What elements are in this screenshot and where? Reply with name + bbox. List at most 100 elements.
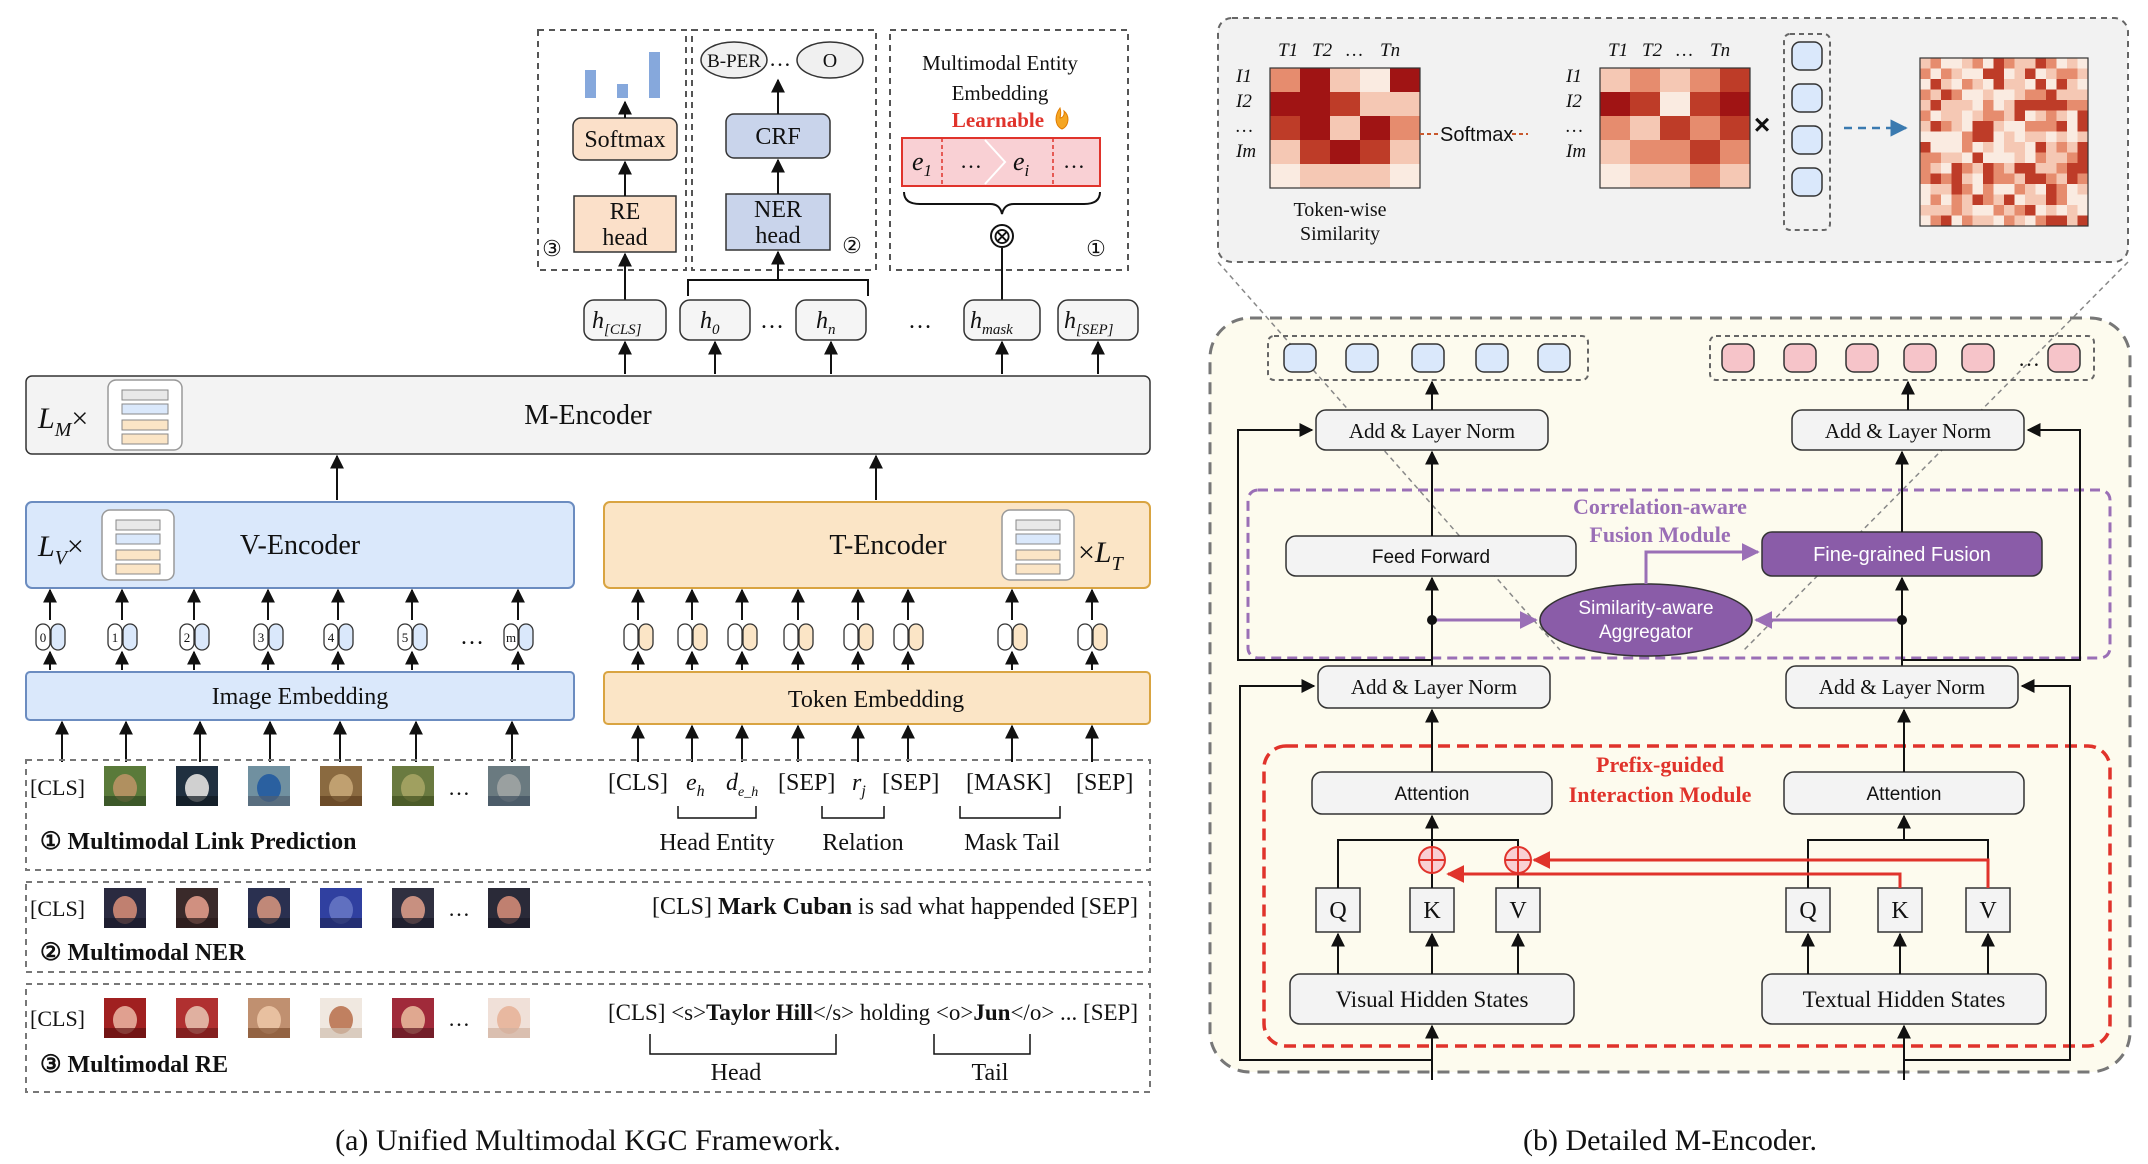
- link-head-region: [889, 29, 1129, 271]
- e-dots-2: …: [1063, 148, 1085, 173]
- task1-group-relation: Relation: [822, 830, 903, 856]
- task3-region: [25, 983, 1151, 1093]
- task1-token-cls: [CLS]: [608, 770, 668, 796]
- textual-output-frame: [1709, 335, 2095, 381]
- ner-tag-bper-label: B-PER: [707, 51, 761, 72]
- similarity-aware-aggregator: [1539, 583, 1753, 657]
- attention-visual-label: Attention: [1395, 784, 1470, 805]
- matrix-row-label: I1: [1235, 66, 1252, 87]
- re-head-box: [573, 195, 677, 253]
- task1-token-mask: [MASK]: [966, 770, 1051, 796]
- re-marker: ③: [542, 236, 562, 261]
- ner-tag-o-label: O: [823, 50, 837, 72]
- link-embed-line1: Multimodal Entity: [922, 51, 1078, 75]
- textual-output-dots: …: [2018, 346, 2040, 371]
- m-encoder-layer-icon: [107, 379, 183, 451]
- aggregator-line1: Similarity-aware: [1578, 598, 1713, 619]
- k-textual-box: [1877, 887, 1923, 933]
- task2-dots: …: [448, 896, 470, 921]
- h-mask-label: hmask: [970, 308, 1013, 338]
- re-head-region: [537, 29, 687, 271]
- add-norm-textual-mid-label: Add & Layer Norm: [1819, 675, 1985, 699]
- add-norm-visual-mid: [1317, 665, 1551, 709]
- thumbnail-image: [488, 766, 530, 806]
- t-encoder-label: T-Encoder: [829, 530, 947, 561]
- textual-hidden-states-label: Textual Hidden States: [1803, 987, 2006, 1012]
- v-textual-label: V: [1979, 898, 1997, 924]
- text-token: [623, 623, 654, 651]
- add-norm-visual-top-label: Add & Layer Norm: [1349, 419, 1515, 443]
- ner-tag-bper: [700, 41, 768, 79]
- textual-output-token: [2047, 343, 2081, 373]
- attention-textual-label: Attention: [1867, 784, 1942, 805]
- h-cls-box: [583, 299, 667, 341]
- task3-title: ③ Multimodal RE: [40, 1052, 228, 1078]
- v-encoder-label: V-Encoder: [240, 530, 361, 561]
- textual-output-token: [1783, 343, 1817, 373]
- textual-output-token: [1961, 343, 1995, 373]
- task1-cls: [CLS]: [30, 775, 85, 800]
- task3-dots: …: [448, 1006, 470, 1031]
- thumbnail-image: [392, 998, 434, 1038]
- h-cls-label: h[CLS]: [592, 308, 642, 338]
- task2-sentence: [CLS] Mark Cuban is sad what happended […: [652, 894, 1138, 920]
- matrix-row-label: Im: [1235, 141, 1256, 162]
- token-wise-similarity-matrix: [1269, 67, 1421, 189]
- ei-label: ei: [1013, 147, 1030, 180]
- t-encoder-layers: ×LT: [1078, 536, 1125, 575]
- matrix-col-label: Tn: [1710, 40, 1730, 61]
- image-token-index: 2: [184, 630, 191, 645]
- visual-output-token: [1283, 343, 1317, 373]
- text-token: [677, 623, 708, 651]
- token-embedding-box: [603, 671, 1151, 725]
- task3-group-tail: Tail: [972, 1060, 1009, 1086]
- k-visual-box: [1409, 887, 1455, 933]
- k-textual-label: K: [1891, 898, 1909, 924]
- k-visual-label: K: [1423, 898, 1441, 924]
- textual-output-token: [1903, 343, 1937, 373]
- matrix-col-label: T1: [1278, 40, 1298, 61]
- thumbnail-image: [320, 766, 362, 806]
- image-token-dots: …: [460, 624, 484, 650]
- aggregator-line2: Aggregator: [1599, 622, 1694, 643]
- thumbnail-image: [392, 888, 434, 928]
- matrix-col-label: T2: [1312, 40, 1333, 61]
- e-dots-1: …: [960, 148, 982, 173]
- ner-tag-o: [796, 41, 864, 79]
- matrix-col-label: T2: [1642, 40, 1663, 61]
- visual-output-token: [1345, 343, 1379, 373]
- v-textual-box: [1965, 887, 2011, 933]
- fire-icon: [1055, 106, 1069, 130]
- task1-token-eh: eh: [686, 770, 705, 800]
- task3-images: [104, 998, 530, 1038]
- prefix-guided-interaction-module: [1262, 744, 2112, 1048]
- task1-title: ① Multimodal Link Prediction: [40, 829, 356, 855]
- matrix-col-label: T1: [1608, 40, 1628, 61]
- thumbnail-image: [104, 998, 146, 1038]
- h0-label: h0: [700, 308, 720, 338]
- otimes-node: [990, 224, 1014, 248]
- pgim-line1: Prefix-guided: [1596, 752, 1724, 777]
- hn-label: hn: [816, 308, 836, 338]
- image-token: 2: [179, 623, 210, 651]
- thumbnail-image: [176, 888, 218, 928]
- image-token-index: m: [506, 630, 516, 645]
- thumbnail-image: [248, 888, 290, 928]
- aggregated-feature-map: [1919, 57, 2089, 227]
- thumbnail-image: [392, 766, 434, 806]
- text-token: [783, 623, 814, 651]
- image-token: 5: [397, 623, 428, 651]
- hidden-dots-2: …: [908, 308, 932, 334]
- v-encoder-layer-icon: [101, 509, 175, 581]
- visual-hidden-states-label: Visual Hidden States: [1336, 987, 1529, 1012]
- visual-output-token: [1411, 343, 1445, 373]
- task2-region: [25, 881, 1151, 973]
- matrix-col-label: Tn: [1380, 40, 1400, 61]
- text-token: [997, 623, 1028, 651]
- text-token: [1077, 623, 1108, 651]
- ner-head-line1: NER: [754, 197, 802, 223]
- e1-label: e1: [912, 147, 932, 180]
- softmax-similarity-matrix: [1599, 67, 1751, 189]
- pgim-line2: Interaction Module: [1569, 782, 1752, 807]
